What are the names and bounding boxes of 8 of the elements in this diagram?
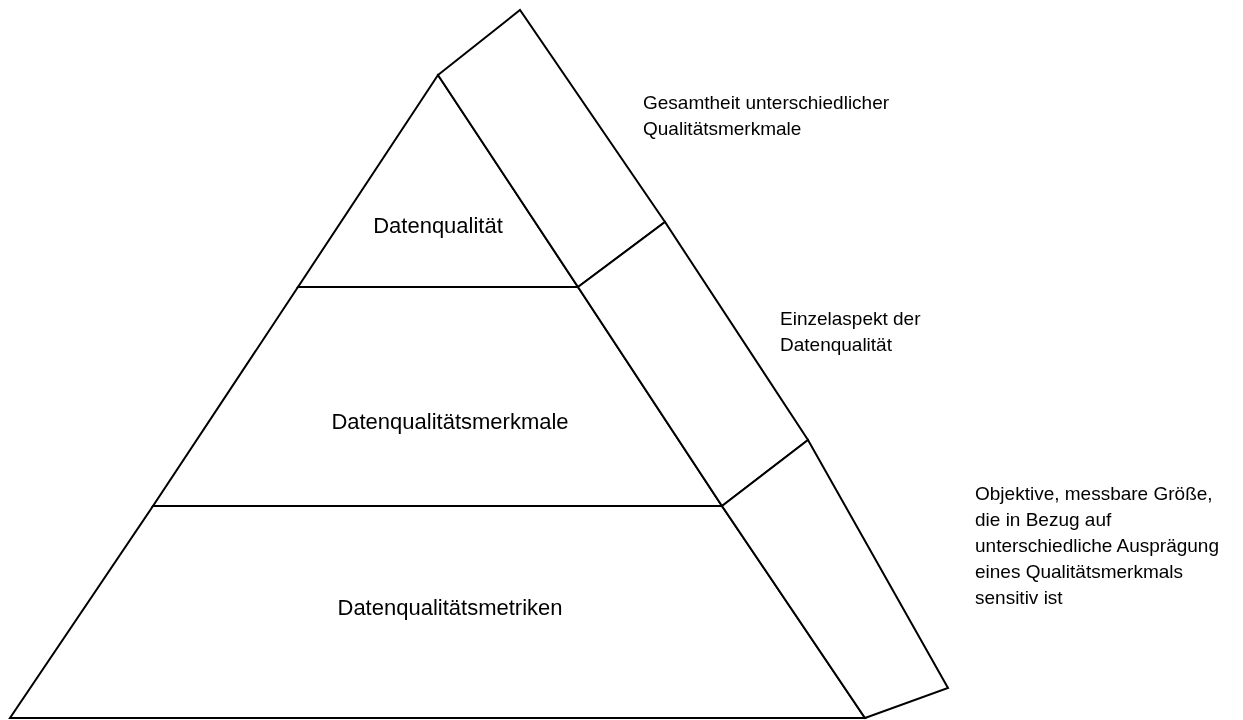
description-text: Objektive, messbare Größe, die in Bezug auf unterschiedliche Ausprägung eines Qualitätsmerkmals sensitiv ist (975, 482, 1220, 610)
level-label: Datenqualität (373, 213, 503, 239)
pyramid-top-level (298, 75, 578, 287)
description-text: Gesamtheit unterschiedlicher Qualitätsmerkmale (643, 91, 891, 141)
side-band-segment (722, 440, 948, 718)
description-text: Einzelaspekt der Datenqualität (780, 307, 922, 357)
level-label: Datenqualitätsmetriken (337, 595, 563, 621)
level-label: Datenqualitätsmerkmale (331, 409, 569, 435)
